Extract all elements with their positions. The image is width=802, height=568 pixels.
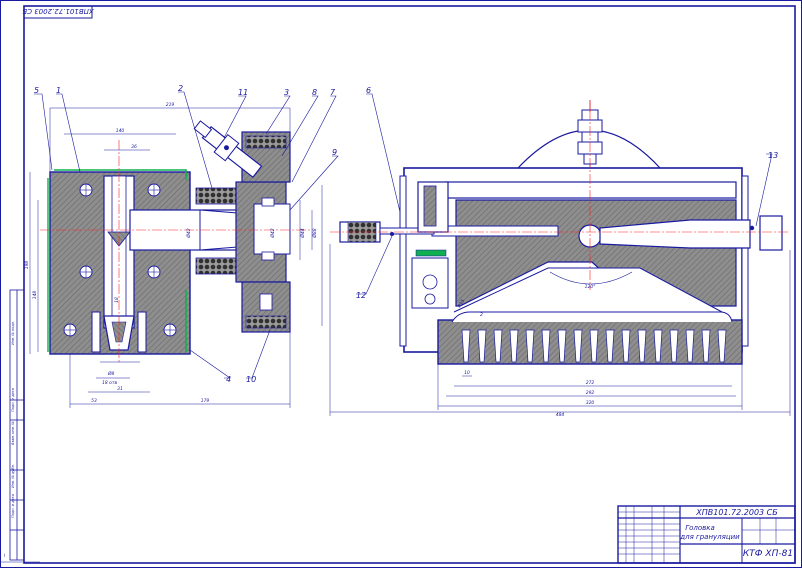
callout-5: 5 [34,86,39,95]
dim-gap-radius: R15 [457,298,467,309]
strip-mark-2: Подп. и дата [11,388,15,412]
dim-bore-dia: Ø42 [269,228,276,238]
dim-shaft-dia: Ø42 [185,228,192,238]
drawing-frame [23,5,796,564]
title-block [617,505,796,564]
callout-3: 3 [284,88,289,97]
callout-11: 11 [238,88,248,97]
dim-nozzle-dia: Ø8 [107,370,115,377]
side-strip [9,289,25,561]
svg-text:I: I [4,553,6,558]
strip-mark-3: Взам. инв. № [11,421,15,445]
corner-code-box: ХПВ101.72.2003 СБ [22,5,95,19]
dim-height-inner: 148 [32,291,38,300]
strip-mark-1: Инв. № подл. [11,321,15,345]
dim-span-mid: 292 [586,390,595,396]
dim-left-offset: 53 [91,398,97,404]
callout-13: 13 [768,151,778,160]
dim-gap-small: 2 [480,312,483,318]
callout-8: 8 [312,88,317,97]
callout-10: 10 [246,375,256,384]
dim-height-outer: 198 [24,261,30,270]
dim-nozzle-dia2: 18 отв [102,380,118,386]
right-view: 120° 10 272 292 320 484 2 R15 [329,86,791,418]
spring-lower [195,257,237,275]
dim-overall-width: 219 [166,102,175,108]
dim-bore-width: 36 [131,144,137,150]
title-code: ХПВ101.72.2003 СБ [695,508,778,517]
dim-small-width: 18 [114,297,120,303]
dim-overall: 484 [556,412,565,418]
dim-total-width: 179 [201,398,210,404]
strip-mark-5: Подп. и дата [11,494,15,518]
callout-7: 7 [330,88,336,97]
spring-upper [195,187,237,205]
plate-holes [461,329,727,363]
dim-span-outer: 320 [586,400,595,406]
dim-span-inner: 272 [586,380,595,386]
corner-code: ХПВ101.72.2003 СБ [22,7,95,15]
strip-mark-4: Инв. № дубл. [11,464,15,488]
title-name-2: для грануляции [679,533,740,541]
dim-port-dia2: Ø88 [311,228,318,238]
title-org: КТФ ХП-81 [743,549,793,559]
callout-2: 2 [178,84,183,93]
callout-1: 1 [56,86,61,95]
left-view: 219 140 36 198 148 Ø42 Ø42 Ø44 Ø88 18 Ø8… [24,84,339,408]
callout-12: 12 [356,291,366,300]
dim-port-dia: Ø44 [299,228,306,238]
title-name-1: Головка [685,524,715,532]
callout-9: 9 [332,148,337,157]
dim-pitch: 10 [464,370,470,376]
callout-4: 4 [226,375,231,384]
side-strip-labels: Инв. № подл. Подп. и дата Взам. инв. № И… [11,321,15,518]
seal-line [54,169,187,180]
dim-inner-width: 140 [116,128,125,134]
callout-6: 6 [366,86,371,95]
dim-spacing: 31 [117,386,123,392]
